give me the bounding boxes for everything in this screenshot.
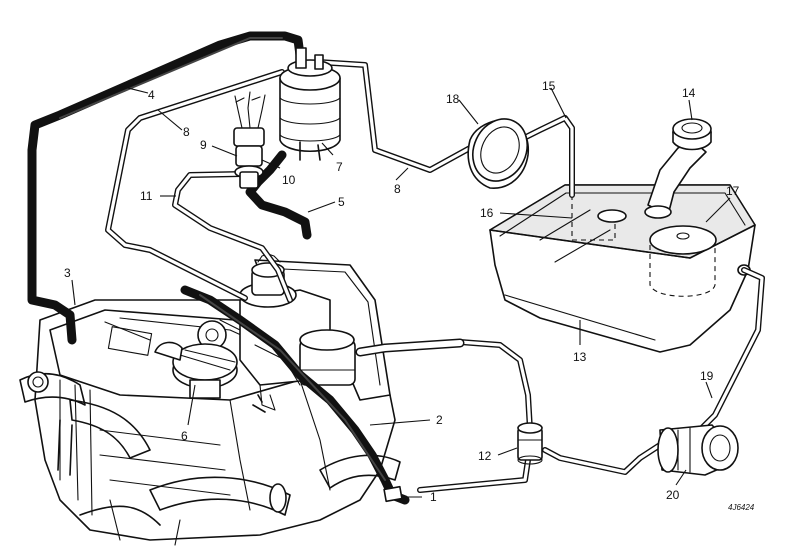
fuel-pump bbox=[657, 424, 739, 476]
callout-3: 3 bbox=[64, 266, 71, 280]
callout-1: 1 bbox=[430, 490, 437, 504]
callout-11: 11 bbox=[140, 189, 153, 203]
callout-2: 2 bbox=[436, 413, 443, 427]
callout-5: 5 bbox=[338, 195, 345, 209]
reference-code: 4J6424 bbox=[728, 503, 755, 512]
callout-13: 13 bbox=[573, 350, 587, 364]
oil-filler-cap bbox=[154, 341, 238, 399]
callout-20: 20 bbox=[666, 488, 680, 502]
callout-7: 7 bbox=[336, 160, 343, 174]
vapour-separator bbox=[467, 118, 529, 189]
callout-17: 17 bbox=[726, 184, 740, 198]
callout-4: 4 bbox=[148, 88, 155, 102]
callout-15: 15 bbox=[542, 79, 556, 93]
callout-14: 14 bbox=[682, 86, 696, 100]
fuel-filter bbox=[517, 422, 543, 465]
leader-lines bbox=[71, 85, 731, 498]
callout-16: 16 bbox=[480, 206, 494, 220]
callout-8-upper: 8 bbox=[183, 125, 190, 139]
carburettor bbox=[197, 253, 356, 413]
callout-10: 10 bbox=[282, 173, 296, 187]
callout-labels: 1 2 3 4 5 6 7 8 8 9 10 11 12 13 14 15 16… bbox=[64, 79, 755, 512]
fuel-tank bbox=[489, 118, 756, 353]
purge-valve bbox=[233, 91, 266, 189]
callout-8-lower: 8 bbox=[394, 182, 401, 196]
breather-hoses bbox=[27, 31, 410, 505]
callout-9: 9 bbox=[200, 138, 207, 152]
vapour-pipes bbox=[105, 59, 765, 493]
callout-12: 12 bbox=[478, 449, 492, 463]
callout-18: 18 bbox=[446, 92, 460, 106]
callout-19: 19 bbox=[700, 369, 714, 383]
callout-6: 6 bbox=[181, 429, 188, 443]
charcoal-canister bbox=[279, 47, 341, 161]
